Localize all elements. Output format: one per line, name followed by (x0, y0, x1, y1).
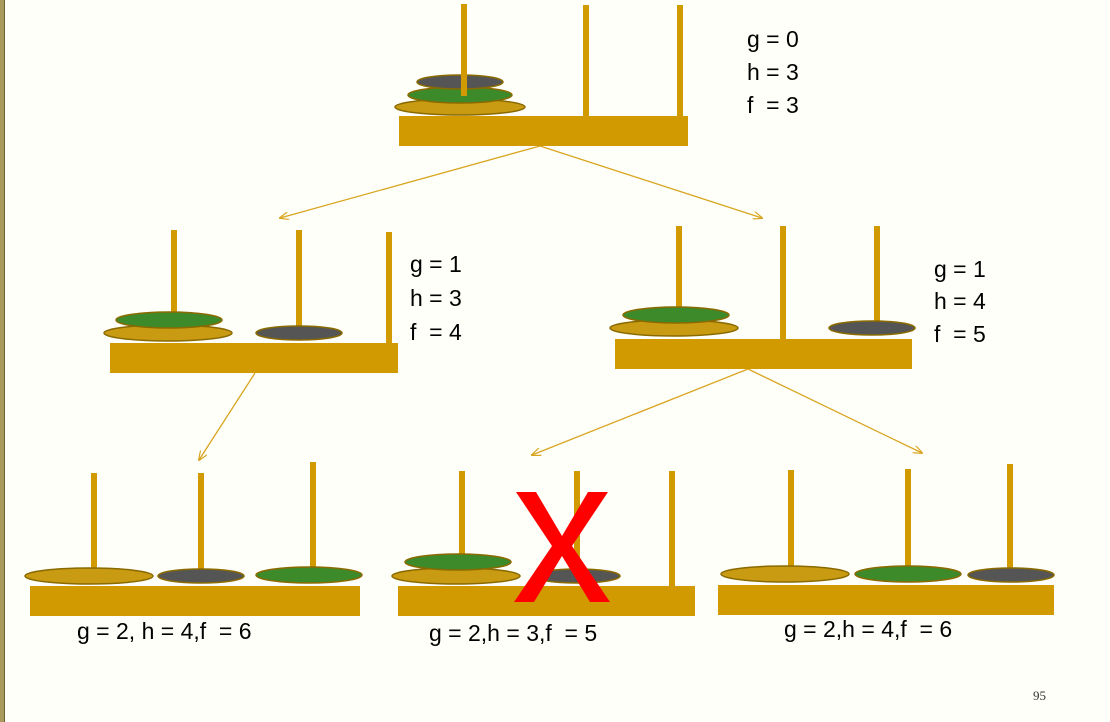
slide-left-border (0, 0, 5, 722)
disk-small (255, 325, 343, 341)
base (398, 586, 695, 616)
tree-edges (199, 145, 922, 460)
edge-right-leaf3 (747, 368, 922, 453)
left-h-label: h = 3 (410, 285, 462, 311)
peg (310, 462, 316, 574)
disk-medium (854, 565, 962, 583)
peg (198, 473, 204, 573)
node-leaf2 (391, 471, 695, 616)
disk-medium (115, 311, 223, 329)
peg (1007, 464, 1013, 572)
disk-medium (622, 306, 730, 324)
base (718, 585, 1054, 615)
base (110, 343, 398, 373)
peg (461, 4, 467, 100)
disk-small (157, 568, 245, 584)
root-h-label: h = 3 (747, 59, 799, 85)
peg (788, 470, 794, 570)
peg (780, 226, 786, 339)
peg (676, 226, 682, 316)
node-left (103, 230, 398, 373)
disk-small (828, 320, 916, 336)
page-number: 95 (1033, 688, 1046, 703)
leaf3-label: g = 2,h = 4,f = 6 (784, 616, 953, 642)
edge-left-leaf1 (199, 372, 256, 460)
disk-small (967, 567, 1055, 583)
right-f-label: f = 5 (934, 321, 986, 347)
base (615, 339, 912, 369)
edge-root-right (539, 145, 762, 218)
peg (905, 469, 911, 569)
peg (669, 471, 675, 586)
peg (461, 74, 467, 96)
peg (171, 230, 177, 323)
node-right (609, 226, 916, 369)
base (30, 586, 360, 616)
node-leaf1 (24, 462, 363, 616)
disk-small (416, 74, 504, 90)
left-g-label: g = 1 (410, 251, 462, 277)
root-f-label: f = 3 (747, 92, 799, 118)
disk-large (24, 567, 154, 585)
left-f-label: f = 4 (410, 319, 462, 345)
disk-medium (404, 553, 512, 571)
peg (296, 230, 302, 330)
root-g-label: g = 0 (747, 26, 799, 52)
disk-medium (255, 566, 363, 584)
peg (677, 5, 683, 117)
disk-large (720, 565, 850, 583)
leaf1-label: g = 2, h = 4,f = 6 (77, 618, 252, 644)
peg (91, 473, 97, 573)
leaf2-label: g = 2,h = 3,f = 5 (429, 620, 598, 646)
base (399, 116, 688, 146)
peg (583, 5, 589, 117)
edge-right-leaf2 (532, 368, 749, 455)
node-root (394, 4, 688, 146)
edge-root-left (280, 145, 541, 218)
node-leaf3 (718, 464, 1055, 615)
right-g-label: g = 1 (934, 256, 986, 282)
peg (386, 232, 392, 343)
peg (874, 226, 880, 326)
right-h-label: h = 4 (934, 288, 986, 314)
peg (459, 471, 465, 559)
rejected-cross-icon (514, 492, 610, 602)
